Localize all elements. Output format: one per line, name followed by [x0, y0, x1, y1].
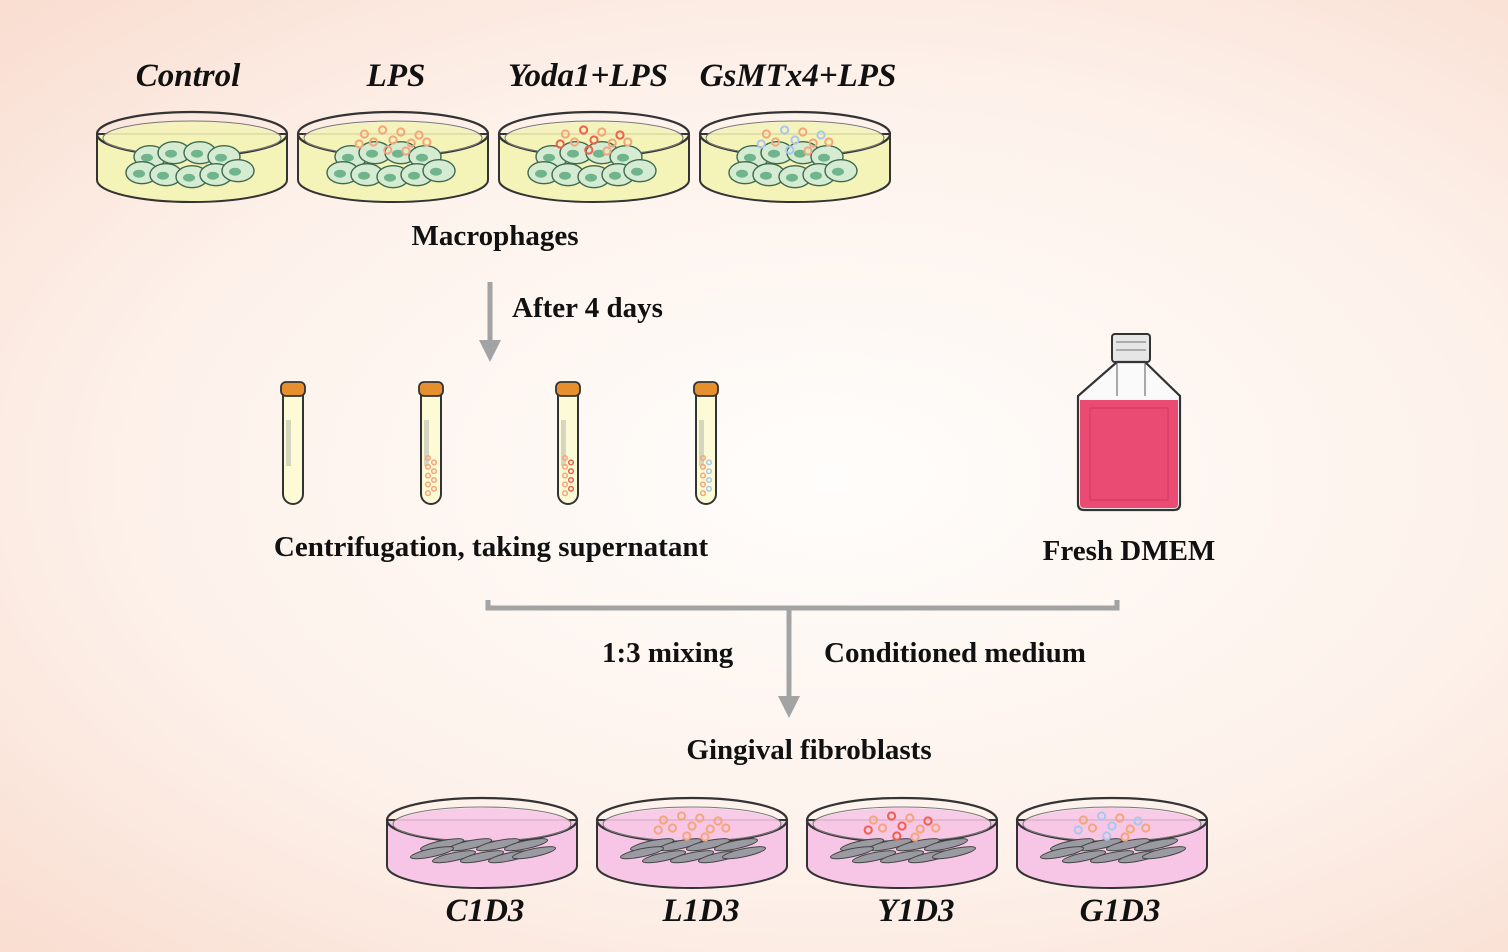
arrow-conditioned-medium-head: [778, 696, 800, 718]
label-gingival-fibroblasts: Gingival fibroblasts: [686, 734, 932, 766]
supernatant-tube-2: [418, 381, 444, 505]
label-after-4-days: After 4 days: [512, 292, 663, 324]
supernatant-tube-4: [693, 381, 719, 505]
label-macrophages: Macrophages: [411, 220, 579, 252]
supernatant-tube-3: [555, 381, 581, 505]
fibroblast-dish-4: [1015, 796, 1209, 889]
macrophage-dish-3: [497, 110, 691, 203]
label-c1d3: C1D3: [445, 893, 525, 929]
fibroblast-dish-3: [805, 796, 999, 889]
merge-bracket: [485, 600, 1120, 611]
label-fresh-dmem: Fresh DMEM: [1042, 535, 1216, 567]
label-control: Control: [135, 58, 241, 94]
label-g1d3: G1D3: [1079, 893, 1161, 929]
culture-flask-icon: [1076, 333, 1182, 512]
supernatant-tube-1: [280, 381, 306, 505]
fibroblast-dish-1: [385, 796, 579, 889]
label-conditioned-medium: Conditioned medium: [824, 637, 1086, 669]
label-centrifugation: Centrifugation, taking supernatant: [273, 531, 709, 563]
macrophage-dish-1: [95, 110, 289, 203]
label-gsmtx4-lps: GsMTx4+LPS: [699, 58, 897, 94]
label-y1d3: Y1D3: [877, 893, 955, 929]
macrophage-dish-4: [698, 110, 892, 203]
macrophage-dish-2: [296, 110, 490, 203]
fibroblast-dish-2: [595, 796, 789, 889]
label-lps: LPS: [366, 58, 426, 94]
label-yoda1-lps: Yoda1+LPS: [508, 58, 668, 94]
arrow-after-4-days-head: [479, 340, 501, 362]
label-l1d3: L1D3: [662, 893, 740, 929]
label-mixing-ratio: 1:3 mixing: [602, 637, 734, 669]
